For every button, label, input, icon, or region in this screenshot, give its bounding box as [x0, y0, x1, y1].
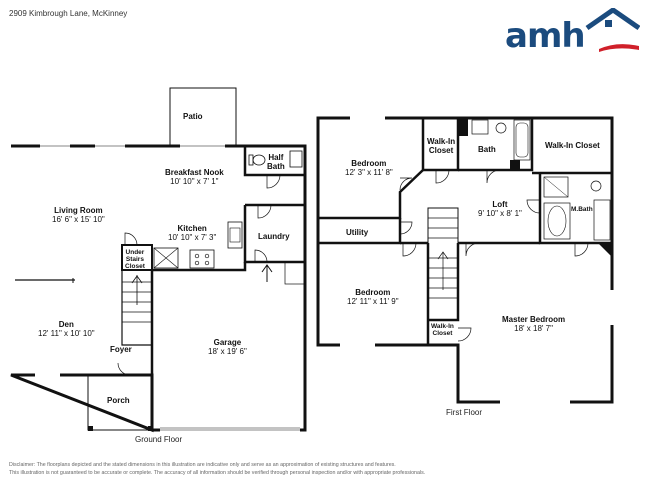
first-outline: [316, 116, 614, 404]
disclaimer-line-2: This illustration is not guaranteed to b…: [9, 470, 426, 476]
house-roof-icon: [585, 8, 640, 52]
porch-label: Porch: [107, 396, 130, 405]
amh-logo: amh: [505, 8, 640, 56]
bath-label: Bath: [478, 145, 496, 154]
walkin-master-label: Walk-In Closet: [545, 141, 600, 150]
mbath-label: M.Bath: [571, 206, 593, 213]
utility-label: Utility: [346, 228, 369, 237]
patio-outline: [169, 87, 237, 147]
ground-floor-title: Ground Floor: [135, 435, 183, 444]
first-floor-title: First Floor: [446, 408, 482, 417]
laundry-label: Laundry: [258, 232, 290, 241]
patio-label: Patio: [183, 112, 203, 121]
ground-outline: [10, 144, 307, 433]
foyer-label: Foyer: [110, 345, 132, 354]
disclaimer-line-1: Disclaimer: The floorplans depicted and …: [9, 462, 396, 468]
logo-text: amh: [505, 16, 586, 56]
address: 2909 Kimbrough Lane, McKinney: [9, 9, 128, 18]
